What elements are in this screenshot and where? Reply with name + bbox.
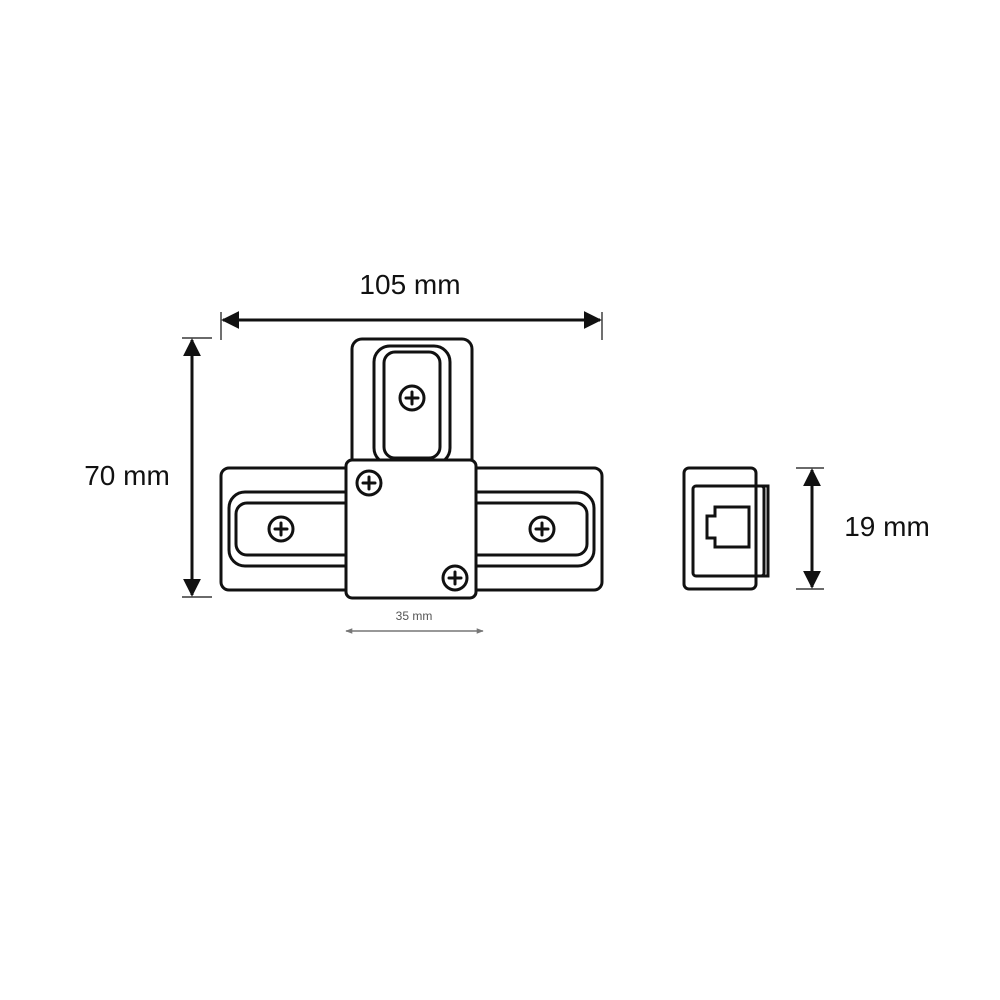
front-view	[219, 337, 604, 600]
screw-icon	[398, 384, 426, 412]
side-view-rail	[756, 484, 770, 578]
side-view-body	[682, 466, 758, 591]
depth-dimension: 19 mm	[796, 467, 930, 590]
screw-icon	[528, 515, 556, 543]
width-dimension: 105 mm	[220, 269, 603, 340]
screw-icon	[267, 515, 295, 543]
vertical-arm-slot	[382, 350, 442, 460]
side-view	[682, 466, 770, 591]
center-block-label: 35 mm	[396, 609, 433, 623]
height-label: 70 mm	[84, 460, 170, 491]
width-label: 105 mm	[359, 269, 460, 300]
height-dimension: 70 mm	[84, 337, 212, 598]
center-block-dimension: 35 mm	[345, 609, 484, 634]
center-block	[344, 458, 478, 600]
screw-icon	[355, 469, 383, 497]
depth-label: 19 mm	[844, 511, 930, 542]
side-view-inner	[691, 484, 766, 578]
side-view-contact	[705, 505, 751, 549]
screw-icon	[441, 564, 469, 592]
